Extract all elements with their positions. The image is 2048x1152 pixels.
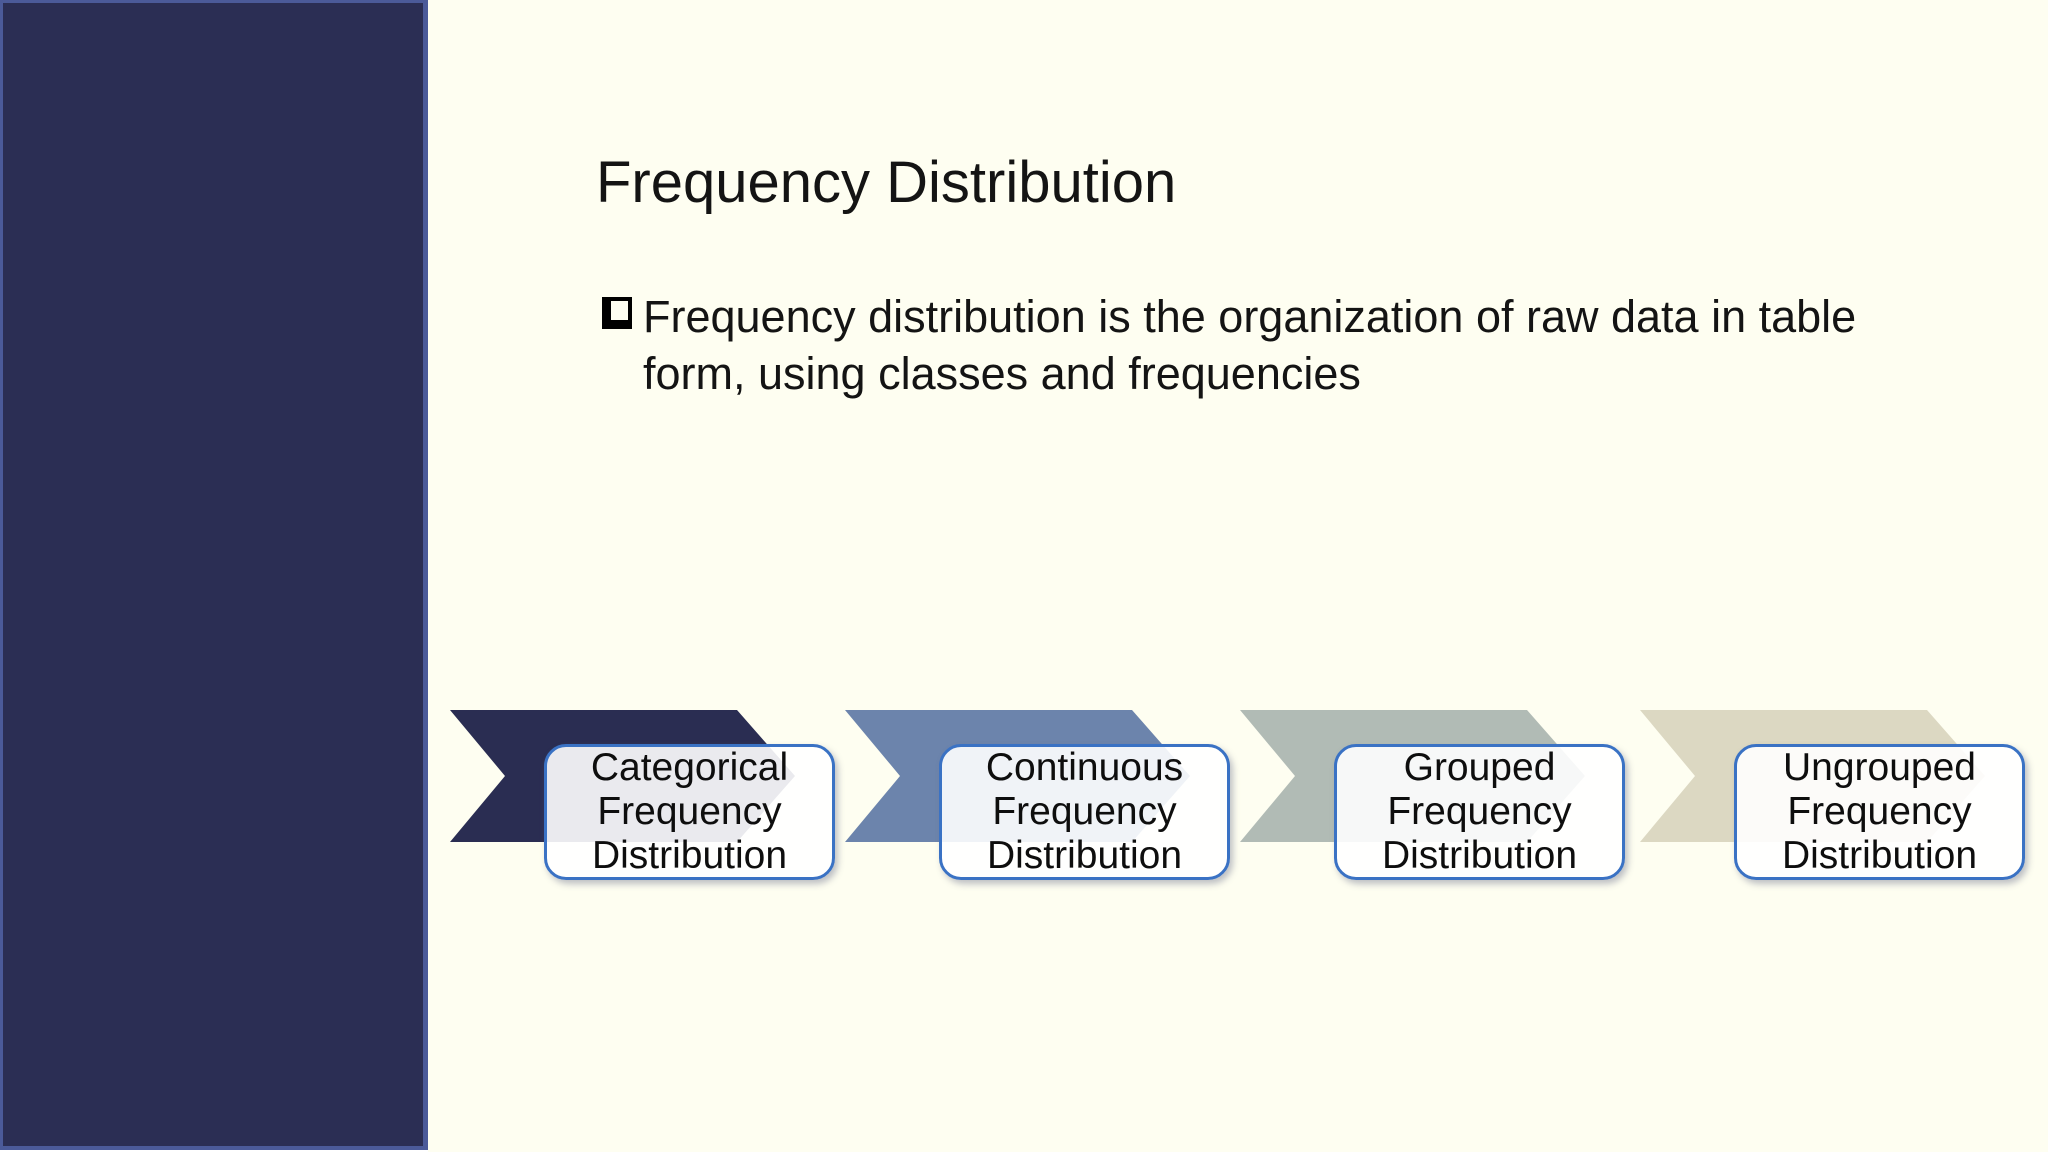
process-label-box: Continuous Frequency Distribution bbox=[939, 744, 1230, 880]
process-label: Continuous Frequency Distribution bbox=[985, 746, 1184, 877]
process-label: Grouped Frequency Distribution bbox=[1381, 746, 1578, 877]
slide-title: Frequency Distribution bbox=[596, 150, 1177, 215]
process-label-box: Grouped Frequency Distribution bbox=[1334, 744, 1625, 880]
process-item-ungrouped: Ungrouped Frequency Distribution bbox=[1640, 710, 2025, 880]
process-label: Ungrouped Frequency Distribution bbox=[1781, 746, 1978, 877]
bullet-text-line-2: form, using classes and frequencies bbox=[643, 348, 1361, 399]
square-bullet-icon bbox=[602, 297, 632, 329]
process-label: Categorical Frequency Distribution bbox=[590, 746, 789, 877]
process-item-categorical: Categorical Frequency Distribution bbox=[450, 710, 835, 880]
bullet-text-line-1: Frequency distribution is the organizati… bbox=[643, 291, 1857, 342]
process-item-continuous: Continuous Frequency Distribution bbox=[845, 710, 1230, 880]
sidebar-bottom-strip bbox=[0, 1150, 428, 1152]
bullet-item: Frequency distribution is the organizati… bbox=[602, 288, 1856, 402]
bullet-text: Frequency distribution is the organizati… bbox=[643, 288, 1856, 402]
process-item-grouped: Grouped Frequency Distribution bbox=[1240, 710, 1625, 880]
process-label-box: Categorical Frequency Distribution bbox=[544, 744, 835, 880]
process-label-box: Ungrouped Frequency Distribution bbox=[1734, 744, 2025, 880]
sidebar-panel bbox=[0, 0, 428, 1150]
